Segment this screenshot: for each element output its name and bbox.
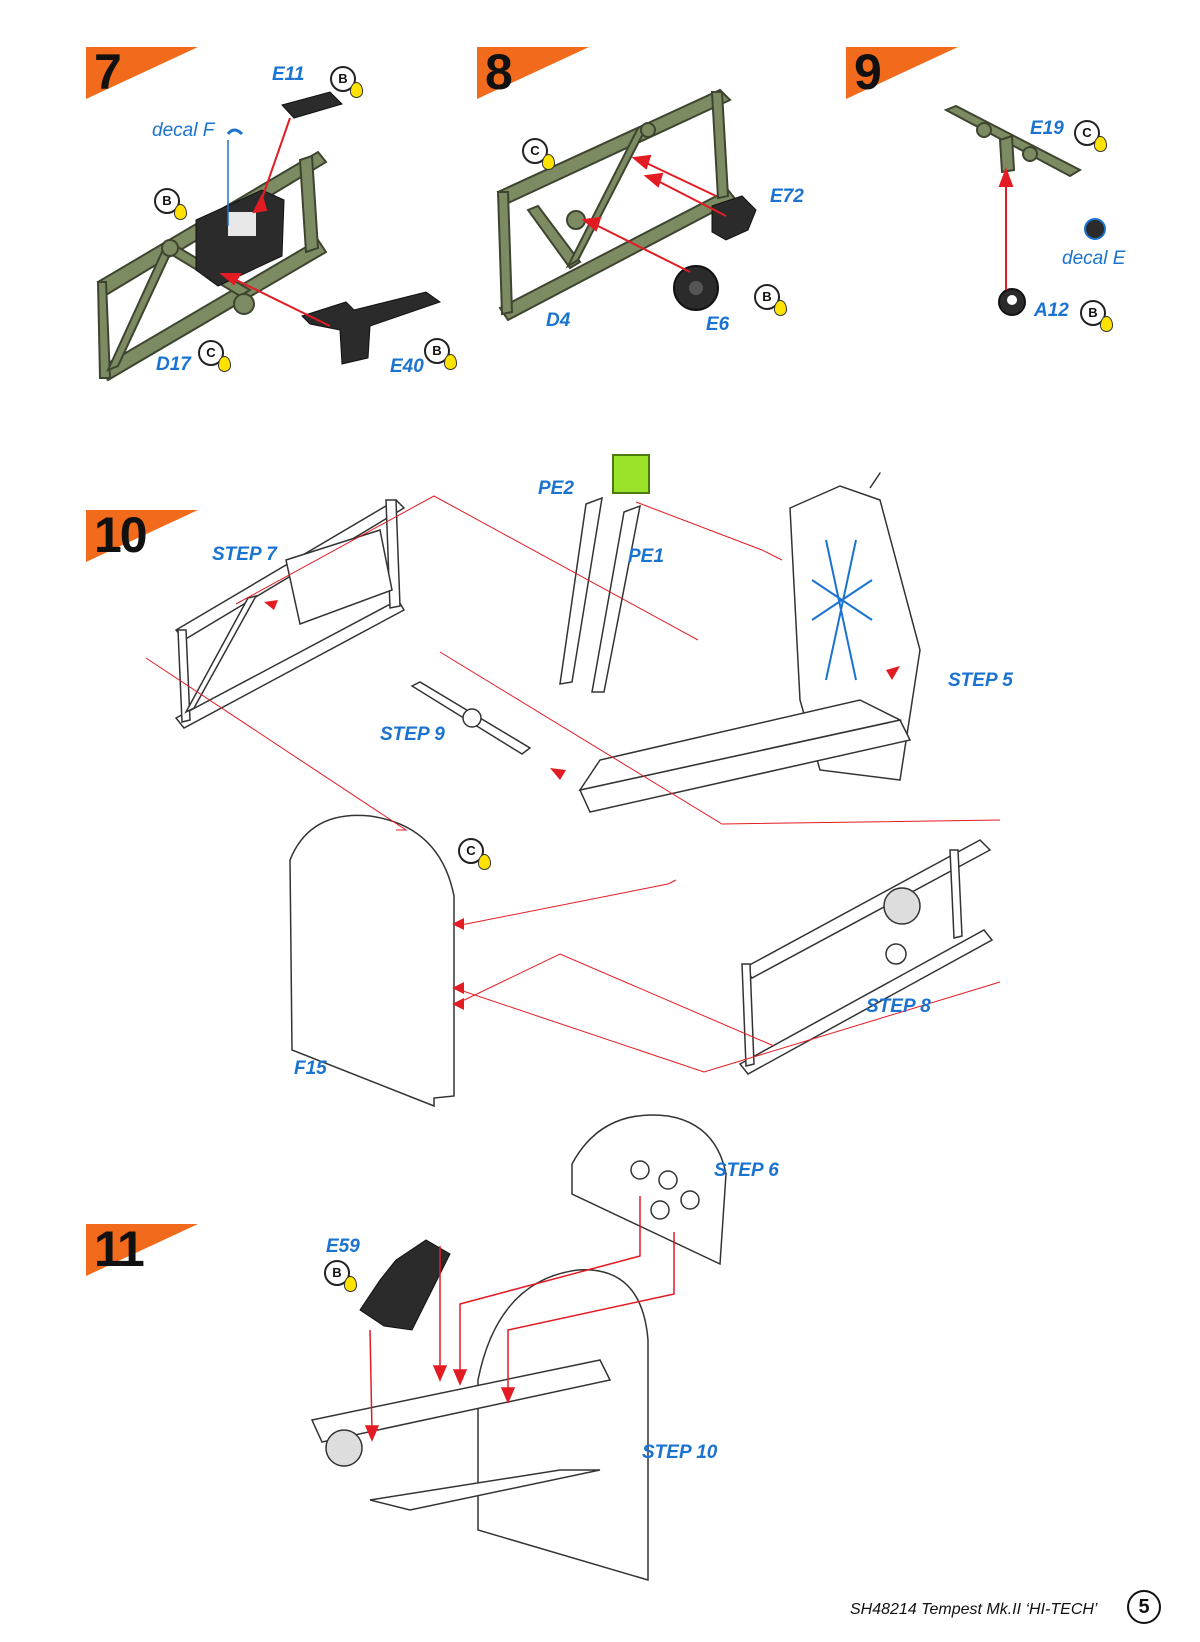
paint-c-step8: C — [522, 138, 555, 170]
part-e40 — [301, 291, 442, 365]
arrows-step9 — [998, 167, 1014, 290]
paint-c-e19: C — [1074, 120, 1107, 152]
step-11-badge: 11 — [86, 1224, 198, 1276]
instrument-panel-step6 — [571, 1114, 727, 1266]
part-e19 — [943, 104, 1083, 178]
assembly-step10-ref — [310, 1269, 649, 1582]
label-pe1: PE1 — [628, 546, 664, 567]
step-8-number: 8 — [485, 44, 513, 100]
label-step10: STEP 10 — [642, 1442, 718, 1463]
label-e19: E19 — [1030, 118, 1064, 139]
paint-b-e40: B — [424, 338, 457, 370]
page-number: 5 — [1127, 1590, 1161, 1624]
label-decal-f: decal F — [152, 120, 215, 141]
label-e59: E59 — [326, 1236, 360, 1257]
label-e72: E72 — [770, 186, 804, 207]
label-step9: STEP 9 — [380, 724, 445, 745]
decal-e-icon — [1084, 218, 1106, 240]
assembly-step10 — [174, 472, 994, 1108]
seat-harness — [811, 539, 873, 681]
label-e11: E11 — [272, 64, 305, 85]
label-e6: E6 — [706, 314, 730, 335]
decal-f-icon — [226, 128, 244, 136]
label-e40: E40 — [390, 356, 424, 377]
step-8-badge: 8 — [477, 47, 589, 99]
label-step5: STEP 5 — [948, 670, 1013, 691]
arrows-step11 — [364, 1196, 675, 1442]
step-11-number: 11 — [94, 1221, 145, 1277]
label-decal-e: decal E — [1062, 248, 1126, 269]
step-10-badge: 10 — [86, 510, 198, 562]
step-9-number: 9 — [854, 44, 882, 100]
part-e11 — [281, 91, 343, 119]
paint-b-step8: B — [754, 284, 787, 316]
label-a12: A12 — [1034, 300, 1069, 321]
paint-b-e11: B — [330, 66, 363, 98]
arrows-step10 — [264, 600, 900, 1010]
label-step6: STEP 6 — [714, 1160, 779, 1181]
step-9-badge: 9 — [846, 47, 958, 99]
label-step8: STEP 8 — [866, 996, 931, 1017]
paint-b-e59: B — [324, 1260, 357, 1292]
paint-b-a12: B — [1080, 300, 1113, 332]
step-7-badge: 7 — [86, 47, 198, 99]
part-e6-wheel — [673, 265, 719, 311]
guide-lines-step10 — [145, 495, 1001, 1073]
label-d4: D4 — [546, 310, 571, 331]
label-f15: F15 — [294, 1058, 327, 1079]
frame-d4 — [496, 88, 738, 322]
label-step7: STEP 7 — [212, 544, 277, 565]
label-pe2: PE2 — [538, 478, 574, 499]
photo-etch-icon — [612, 454, 650, 494]
part-e72 — [711, 195, 757, 241]
arrows-step7 — [219, 117, 331, 327]
paint-b-step7: B — [154, 188, 187, 220]
paint-c-f15: C — [458, 838, 491, 870]
part-a12 — [998, 288, 1026, 316]
paint-c-d17: C — [198, 340, 231, 372]
step-7-number: 7 — [94, 44, 122, 100]
arrows-step8 — [581, 154, 727, 273]
panel-dark-step7 — [195, 189, 285, 287]
part-e59 — [359, 1239, 451, 1331]
footer-title: SH48214 Tempest Mk.II ‘HI-TECH’ — [850, 1601, 1098, 1618]
step-10-number: 10 — [94, 507, 148, 563]
label-d17: D17 — [156, 354, 191, 375]
